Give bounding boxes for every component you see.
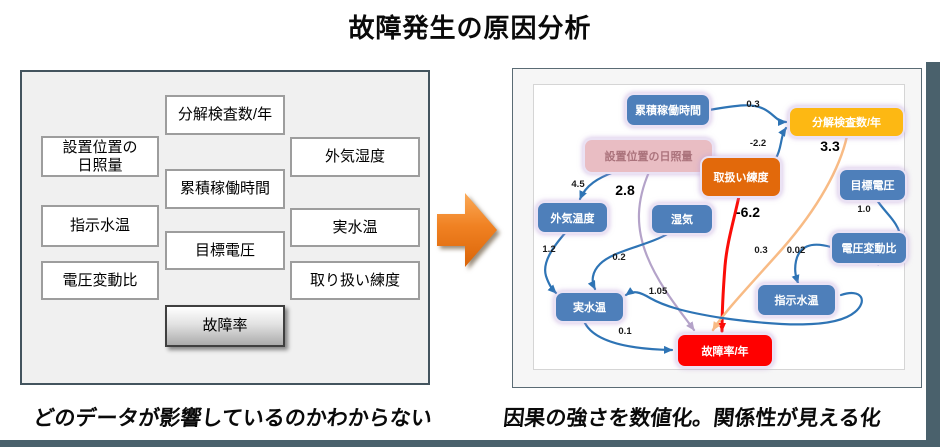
factor-box-label: 累積稼働時間	[179, 180, 270, 198]
node-outside-temp: 外気温度	[538, 203, 607, 232]
node-voltage-ratio: 電圧変動比	[832, 233, 906, 263]
factor-box-cumulative-time: 累積稼働時間	[165, 169, 285, 209]
factor-box-label: 外気湿度	[324, 148, 385, 166]
page-title: 故障発生の原因分析	[348, 13, 592, 43]
node-failure-rate: 故障率/年	[678, 335, 772, 366]
factor-box-real-temp: 実水温	[290, 208, 420, 247]
factor-box-label: 分解検査数/年	[177, 106, 273, 124]
factor-box-failure-rate: 故障率	[165, 305, 285, 347]
caption-left: どのデータが影響しているのかわからない	[32, 407, 434, 430]
node-real-temp: 実水温	[556, 293, 623, 321]
node-inspect-count: 分解検査数/年	[790, 108, 903, 136]
before-panel: 分解検査数/年設置位置の日照量 外気湿度累積稼働時間指示水温目標電圧 実水温電圧変動…	[20, 70, 430, 385]
factor-box-label: 故障率	[202, 317, 248, 335]
transform-arrow-icon	[437, 191, 497, 269]
node-humidity: 湿気	[652, 205, 712, 233]
node-indicated-temp: 指示水温	[758, 285, 835, 315]
caption-right: 因果の強さを数値化。関係性が見える化	[502, 407, 883, 430]
frame-strip-right	[926, 62, 940, 447]
node-target-voltage: 目標電圧	[840, 170, 905, 200]
factor-box-indicated-temp: 指示水温	[41, 205, 159, 247]
factor-box-handling-skill: 取り扱い練度	[290, 261, 420, 300]
factor-box-label: 目標電圧	[194, 241, 255, 259]
factor-box-outside-humidity: 外気湿度	[290, 137, 420, 177]
factor-box-label: 指示水温	[69, 217, 130, 235]
node-sunlight: 設置位置の日照量	[585, 140, 712, 172]
factor-box-label: 設置位置の日照量	[62, 139, 138, 174]
node-cum-time: 累積稼働時間	[627, 95, 709, 125]
frame-strip-bottom	[0, 440, 940, 447]
factor-box-inspect-count: 分解検査数/年	[165, 95, 285, 135]
factor-box-voltage-ratio: 電圧変動比	[41, 261, 159, 300]
factor-box-label: 電圧変動比	[62, 271, 138, 289]
factor-box-sunlight: 設置位置の日照量	[41, 136, 159, 177]
factor-box-target-voltage: 目標電圧	[165, 231, 285, 270]
factor-box-label: 取り扱い練度	[309, 271, 400, 289]
factor-box-label: 実水温	[332, 218, 378, 236]
node-handling-skill: 取扱い練度	[702, 158, 780, 196]
arrow-shape	[437, 193, 497, 267]
